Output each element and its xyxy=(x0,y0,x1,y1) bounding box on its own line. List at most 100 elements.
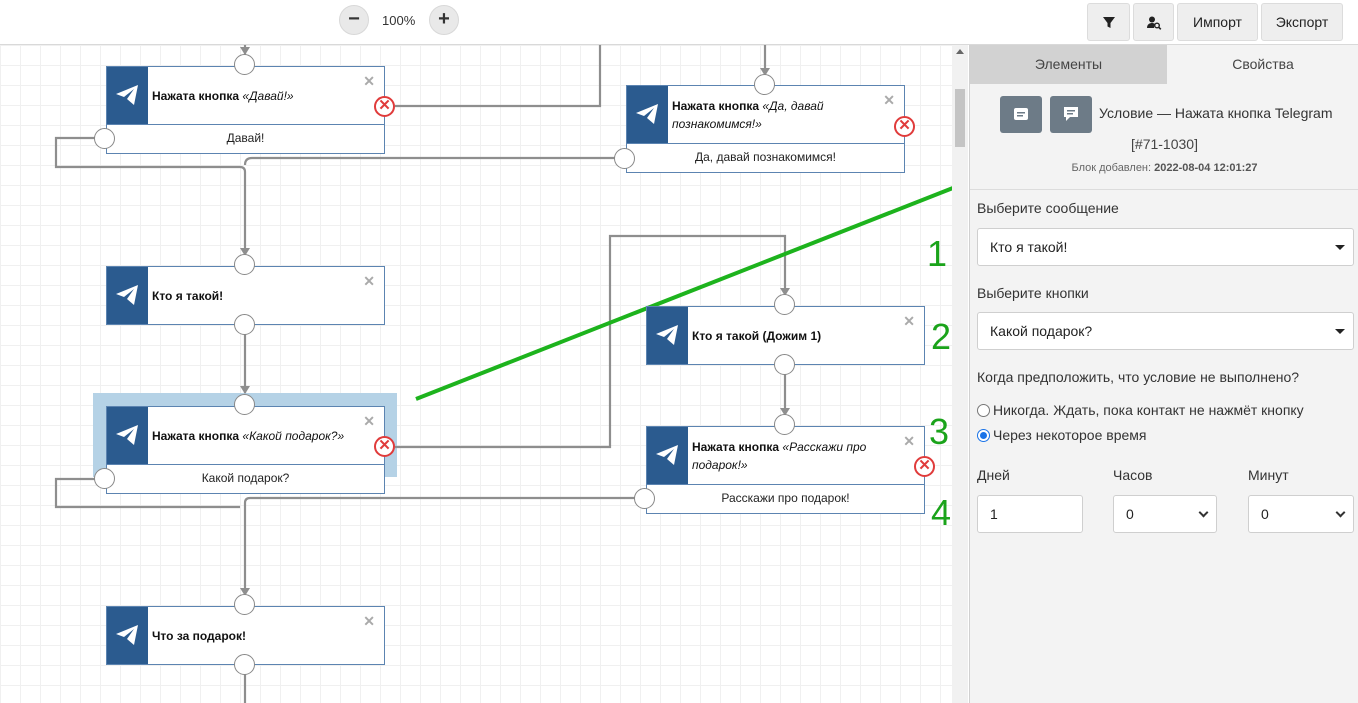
flow-node-kto-ya-dozhim[interactable]: Кто я такой (Дожим 1) ✕ xyxy=(646,306,925,365)
scroll-up-arrow-icon[interactable] xyxy=(956,49,964,54)
divider xyxy=(970,189,1358,190)
output-port[interactable] xyxy=(774,354,795,375)
user-search-button[interactable] xyxy=(1133,3,1174,41)
message-select[interactable]: Кто я такой! xyxy=(977,228,1354,266)
comment-button[interactable] xyxy=(1050,96,1092,133)
output-port[interactable] xyxy=(234,654,255,675)
close-icon[interactable]: ✕ xyxy=(903,433,915,449)
output-port[interactable] xyxy=(94,128,115,149)
input-port[interactable] xyxy=(234,54,255,75)
node-quote: «Да, давай познакомимся!» xyxy=(672,98,824,131)
node-title: Кто я такой! xyxy=(152,288,224,303)
close-icon[interactable]: ✕ xyxy=(363,273,375,289)
comment-icon xyxy=(1064,107,1078,121)
flow-canvas[interactable]: Нажата кнопка «Давай!» ✕ Давай! Нажата к… xyxy=(0,45,968,703)
option-never[interactable]: Никогда. Ждать, пока контакт не нажмёт к… xyxy=(977,402,1304,418)
telegram-icon xyxy=(647,307,688,364)
block-name: Условие — Нажата кнопка Telegram xyxy=(1099,105,1333,121)
input-port[interactable] xyxy=(754,74,775,95)
hours-select-value: 0 xyxy=(1126,506,1134,522)
minutes-select-value: 0 xyxy=(1261,506,1269,522)
flow-node-button-davai[interactable]: Нажата кнопка «Давай!» ✕ Давай! xyxy=(106,66,385,154)
input-port[interactable] xyxy=(234,254,255,275)
tab-properties[interactable]: Свойства xyxy=(1167,45,1358,84)
node-title: Нажата кнопка xyxy=(692,439,780,454)
message-select-label: Выберите сообщение xyxy=(977,200,1119,216)
days-input[interactable]: 1 xyxy=(977,495,1083,533)
output-port[interactable] xyxy=(634,488,655,509)
filter-button[interactable] xyxy=(1087,3,1130,41)
node-title: Нажата кнопка xyxy=(672,98,760,113)
condition-label: Когда предположить, что условие не выпол… xyxy=(977,369,1300,385)
node-header[interactable]: Нажата кнопка «Какой подарок?» ✕ xyxy=(106,406,385,465)
scroll-thumb[interactable] xyxy=(955,89,965,147)
caret-down-icon xyxy=(1335,245,1345,250)
option-after-time[interactable]: Через некоторое время xyxy=(977,427,1146,443)
connection-wires xyxy=(54,45,968,703)
node-quote: «Давай!» xyxy=(242,88,294,103)
telegram-icon xyxy=(647,427,688,484)
export-button[interactable]: Экспорт xyxy=(1261,3,1343,41)
node-quote: «Расскажи про подарок!» xyxy=(692,439,867,472)
option-after-label: Через некоторое время xyxy=(993,427,1147,443)
chevron-down-icon xyxy=(1198,507,1209,518)
close-icon[interactable]: ✕ xyxy=(363,73,375,89)
node-button-label: Расскажи про подарок! xyxy=(646,485,925,514)
error-port-icon[interactable]: ✕ xyxy=(374,96,395,117)
output-port[interactable] xyxy=(94,468,115,489)
input-port[interactable] xyxy=(774,414,795,435)
canvas-scrollbar[interactable] xyxy=(952,45,968,703)
radio-never[interactable] xyxy=(977,403,990,417)
tab-elements[interactable]: Элементы xyxy=(970,45,1167,84)
telegram-icon xyxy=(107,407,148,464)
node-button-label: Давай! xyxy=(106,125,385,154)
annotation-2: 2 xyxy=(931,316,952,357)
node-header[interactable]: Нажата кнопка «Расскажи про подарок!» ✕ xyxy=(646,426,925,485)
close-icon[interactable]: ✕ xyxy=(363,413,375,429)
hours-select[interactable]: 0 xyxy=(1113,495,1217,533)
error-port-icon[interactable]: ✕ xyxy=(914,456,935,477)
zoom-in-button[interactable]: + xyxy=(429,5,459,35)
output-port[interactable] xyxy=(614,148,635,169)
close-icon[interactable]: ✕ xyxy=(903,313,915,329)
flow-node-button-rasskazhi[interactable]: Нажата кнопка «Расскажи про подарок!» ✕ … xyxy=(646,426,925,514)
close-icon[interactable]: ✕ xyxy=(883,92,895,108)
close-icon[interactable]: ✕ xyxy=(363,613,375,629)
error-port-icon[interactable]: ✕ xyxy=(894,116,915,137)
hours-label: Часов xyxy=(1113,467,1153,483)
annotation-4: 4 xyxy=(931,492,952,533)
flow-node-button-znakomimsya[interactable]: Нажата кнопка «Да, давай познакомимся!» … xyxy=(626,85,905,173)
filter-icon xyxy=(1102,17,1115,28)
telegram-icon xyxy=(107,267,148,324)
caret-down-icon xyxy=(1335,329,1345,334)
flow-node-button-kakoy-podarok[interactable]: Нажата кнопка «Какой подарок?» ✕ Какой п… xyxy=(106,406,385,494)
days-label: Дней xyxy=(977,467,1010,483)
buttons-select[interactable]: Какой подарок? xyxy=(977,312,1354,350)
telegram-icon xyxy=(107,607,148,664)
node-title: Нажата кнопка xyxy=(152,88,240,103)
radio-after-time[interactable] xyxy=(977,428,990,442)
input-port[interactable] xyxy=(234,594,255,615)
minutes-label: Минут xyxy=(1248,467,1289,483)
node-header[interactable]: Нажата кнопка «Давай!» ✕ xyxy=(106,66,385,125)
block-added-info: Блок добавлен: 2022-08-04 12:01:27 xyxy=(970,162,1358,174)
top-toolbar: − 100% + Импорт Экспорт xyxy=(0,0,1358,45)
minutes-select[interactable]: 0 xyxy=(1248,495,1354,533)
node-title: Что за подарок! xyxy=(152,628,247,643)
block-added-label: Блок добавлен: xyxy=(1071,162,1152,174)
input-port[interactable] xyxy=(234,394,255,415)
message-select-value: Кто я такой! xyxy=(990,239,1068,255)
import-button[interactable]: Импорт xyxy=(1177,3,1258,41)
buttons-select-label: Выберите кнопки xyxy=(977,285,1089,301)
zoom-out-button[interactable]: − xyxy=(339,5,369,35)
annotation-3: 3 xyxy=(929,411,950,452)
buttons-select-value: Какой подарок? xyxy=(990,323,1093,339)
chevron-down-icon xyxy=(1335,507,1346,518)
node-header[interactable]: Кто я такой (Дожим 1) ✕ xyxy=(646,306,925,365)
input-port[interactable] xyxy=(774,294,795,315)
message-button[interactable] xyxy=(1000,96,1042,133)
properties-panel: Элементы Свойства Условие — Нажата кнопк… xyxy=(969,45,1358,703)
output-port[interactable] xyxy=(234,314,255,335)
error-port-icon[interactable]: ✕ xyxy=(374,436,395,457)
annotation-1: 1 xyxy=(927,233,948,274)
